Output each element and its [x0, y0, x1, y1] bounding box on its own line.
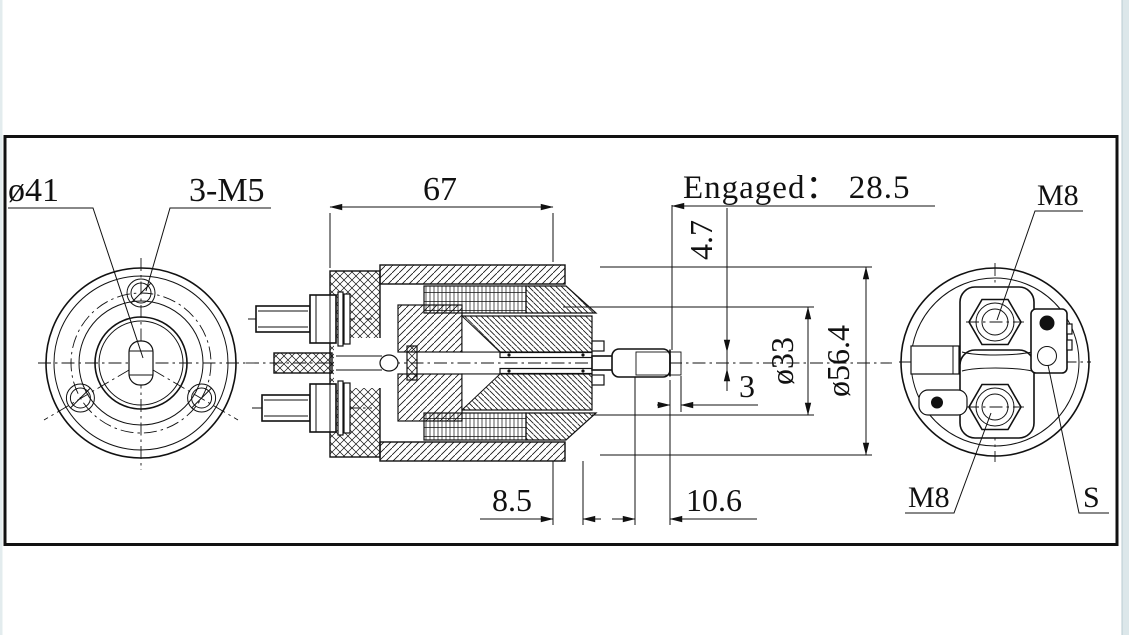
dim-screw-spec: 3-M5 [189, 172, 265, 209]
leader-s [1047, 364, 1109, 514]
leader-m8-top [996, 210, 1083, 321]
label-terminal-m8-top: M8 [1037, 179, 1079, 212]
dim-67-group: 67 [329, 171, 554, 268]
dim-pin-step: 3 [739, 368, 755, 404]
armature-bottom [397, 373, 463, 422]
dim-body: ø56.4 [820, 325, 856, 397]
leader-m8-bottom [905, 412, 992, 514]
dim-pin-tip: 4.7 [683, 220, 719, 260]
guide-plate-top [499, 351, 593, 359]
guide-plate-bottom [499, 367, 593, 375]
rivet-tab [918, 389, 968, 416]
core-cone-bottom [461, 373, 502, 412]
screw-hole-top [126, 278, 156, 308]
dim-bore: ø33 [764, 337, 800, 385]
right-edge-strip [1122, 0, 1129, 635]
rear-view: M8 M8 S [899, 179, 1109, 514]
dim-a: 8.5 [492, 482, 532, 518]
dim-flange-diameter: ø41 [8, 172, 59, 209]
spade-tab [910, 345, 960, 375]
dim-33-group: ø33 [563, 306, 814, 416]
leader-flange-diameter [8, 207, 144, 359]
shell-top [379, 264, 566, 285]
dim-engaged-group: Engaged： 28.5 [671, 170, 935, 350]
dim-47-group: 4.7 [683, 208, 731, 391]
terminal-bolt-bottom [261, 380, 351, 436]
armature-top [397, 304, 463, 353]
dim-3-group: 3 [657, 368, 758, 412]
dim-85-group: 8.5 [480, 461, 601, 525]
core-cone-top [461, 314, 502, 353]
yoke-top [525, 285, 598, 314]
terminal-bolt-top [255, 291, 351, 347]
left-edge-strip [0, 0, 3, 635]
dim-564-group: ø56.4 [600, 266, 872, 456]
s-terminal-strip [273, 352, 333, 374]
plunger-end [128, 340, 154, 386]
label-terminal-s: S [1083, 481, 1100, 514]
dim-overall-length: 67 [423, 171, 457, 208]
nut-top [966, 298, 1024, 346]
label-terminal-m8-bottom: M8 [908, 481, 950, 514]
pin-extended-phantom [635, 351, 682, 376]
dim-b: 10.6 [686, 482, 742, 518]
front-view: ø41 3-M5 [8, 172, 271, 470]
section-view: 67 Engaged： 28.5 4.7 3 ø33 [246, 170, 935, 525]
dim-106-group: 10.6 [612, 377, 757, 525]
push-pin [591, 340, 682, 386]
screw-hole-lower-left [65, 383, 95, 413]
nut-bottom [966, 383, 1024, 431]
yoke-bottom [525, 412, 598, 441]
leader-screw-spec [145, 207, 271, 292]
s-connector [1030, 308, 1073, 374]
screw-hole-lower-right [187, 383, 217, 413]
dim-engaged: Engaged： 28.5 [683, 170, 910, 206]
shell-bottom [379, 441, 566, 462]
